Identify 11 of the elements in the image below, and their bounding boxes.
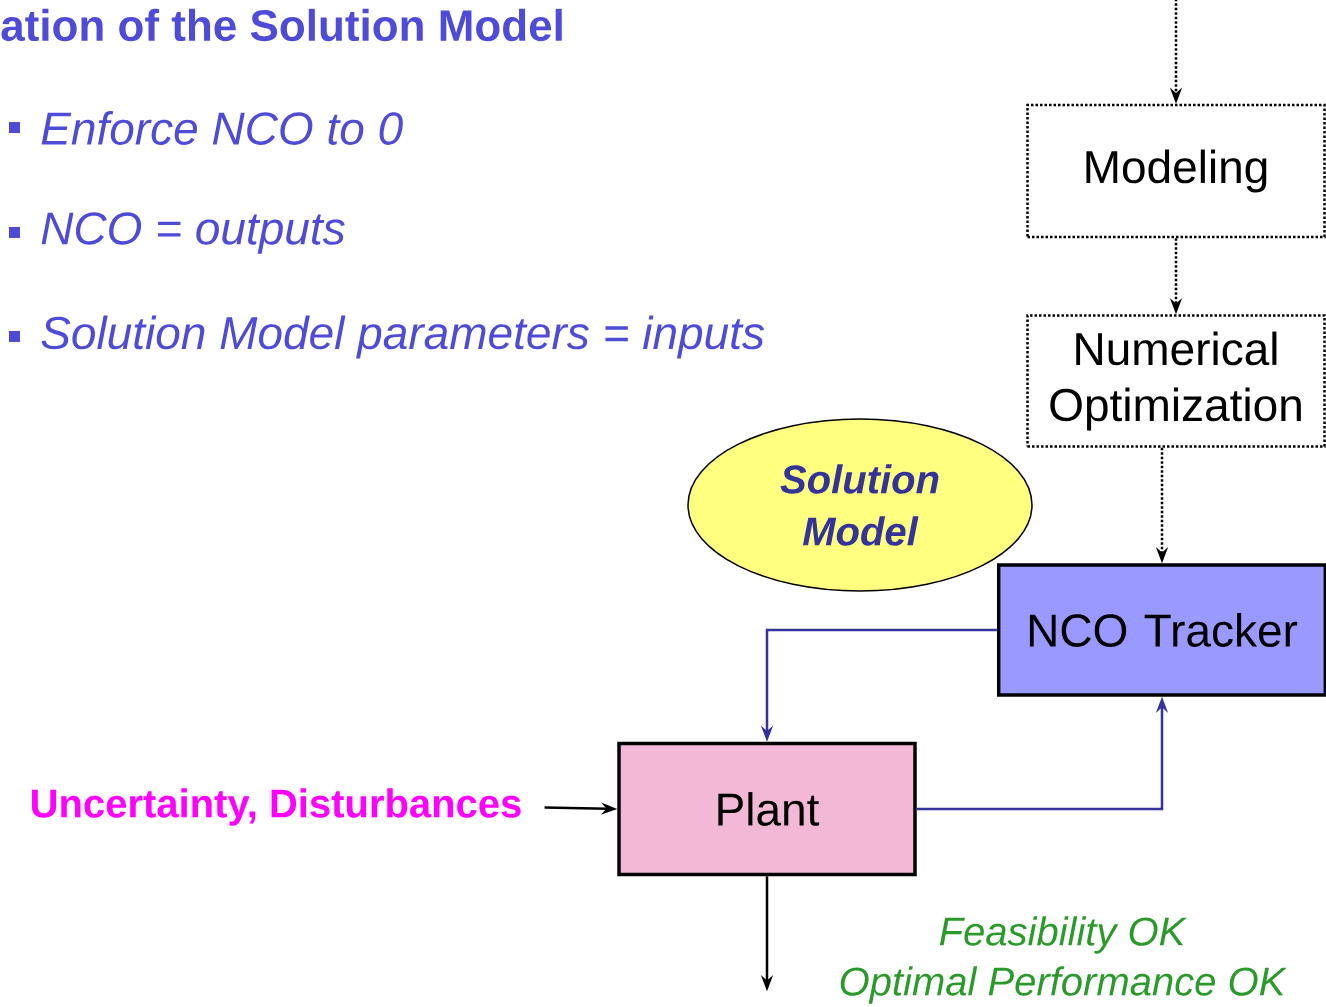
bullet-text: Enforce NCO to 0 (41, 111, 403, 145)
input-label: Uncertainty, Disturbances (32, 788, 521, 826)
bullet-text: NCO = outputs (41, 212, 345, 254)
dotted-process-box: Modeling (1026, 103, 1326, 239)
tracker-box: NCO Tracker (996, 563, 1326, 697)
plant-box: Plant (617, 741, 917, 877)
slide-title: ation of the Solution Model (1, 8, 562, 42)
dotted-process-box: Numerical Optimization (1026, 314, 1326, 448)
result-text: Feasibility OK (939, 916, 1187, 954)
result-text: Optimal Performance OK (840, 966, 1287, 1004)
bullet-text: Solution Model parameters = inputs (41, 315, 764, 359)
